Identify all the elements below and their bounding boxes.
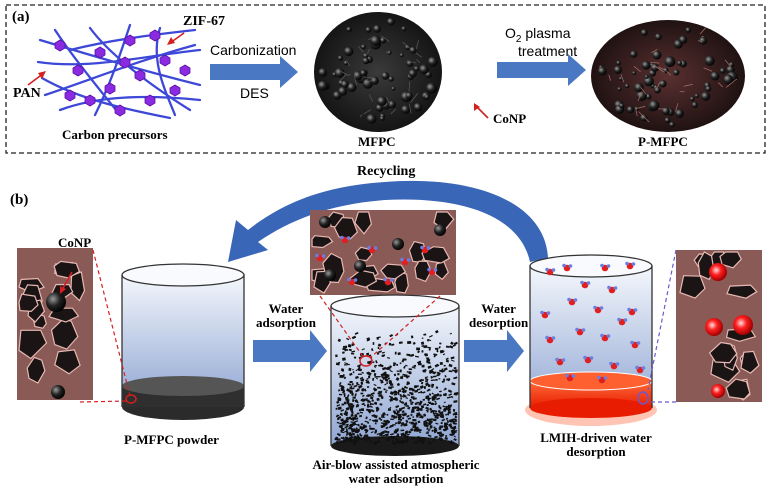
water-molecules <box>540 261 646 384</box>
recycling-arrow <box>228 180 548 262</box>
panel-a-label: (a) <box>12 9 30 25</box>
des-label: DES <box>240 85 269 101</box>
zif67-particles <box>54 29 191 117</box>
carbon-precursors-label: Carbon precursors <box>62 127 168 142</box>
conp-b-pointer-arrow <box>61 271 73 291</box>
mfpc-nanoparticles <box>317 17 438 124</box>
conp-a-label: CoNP <box>493 111 527 126</box>
water-adsorption-arrow <box>253 330 327 372</box>
recycling-label: Recycling <box>357 164 416 179</box>
left-conp-ball <box>46 292 66 312</box>
plasma-arrow <box>497 54 586 86</box>
mfpc-particle <box>314 12 442 132</box>
panel-b-label: (b) <box>10 192 29 208</box>
mfpc-label: MFPC <box>358 134 396 149</box>
o2-plasma-label: O2 plasma <box>505 25 571 45</box>
p-mfpc-label: P-MFPC <box>638 134 688 149</box>
zif67-label: ZIF-67 <box>183 14 225 29</box>
conp-b-label: CoNP <box>58 235 92 250</box>
water-desorption-arrow <box>464 330 524 372</box>
pan-label: PAN <box>13 86 41 101</box>
treatment-label: treatment <box>518 43 578 59</box>
airborne-powder-specks <box>334 329 459 446</box>
panel-a-frame <box>5 4 766 154</box>
p-mfpc-particle <box>591 20 745 132</box>
carbonization-arrow <box>210 56 298 88</box>
heated-conp-balls <box>705 263 753 398</box>
desorption-cylinder <box>525 254 657 426</box>
carbonization-label: Carbonization <box>210 42 297 58</box>
powder-cylinder <box>121 263 245 420</box>
powder-label: P-MFPC powder <box>124 432 219 447</box>
p-mfpc-nanoparticles <box>597 27 738 128</box>
